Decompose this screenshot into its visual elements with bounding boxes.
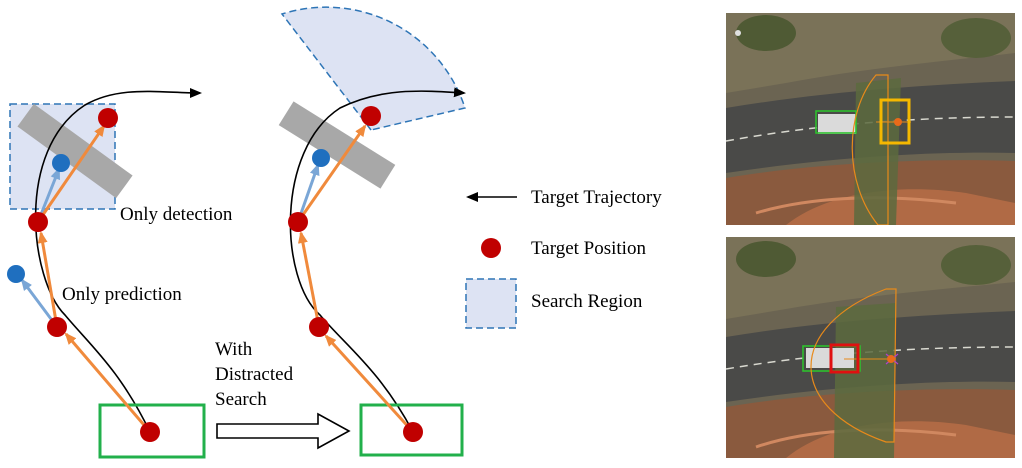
legend: Target Trajectory Target Position Search… bbox=[465, 187, 662, 329]
left-panel: Only detection Only prediction bbox=[7, 87, 233, 459]
legend-region-symbol bbox=[465, 278, 517, 329]
with-label: With bbox=[215, 339, 253, 360]
predicted-position bbox=[7, 265, 25, 283]
legend-region-label: Search Region bbox=[531, 291, 643, 312]
tracking-box-yellow bbox=[879, 98, 911, 145]
legend-trajectory-label: Target Trajectory bbox=[531, 187, 662, 208]
prediction-arrow bbox=[296, 163, 320, 223]
target-position bbox=[140, 422, 160, 442]
occluder bbox=[278, 101, 396, 189]
search-label: Search bbox=[215, 389, 267, 410]
target-position bbox=[47, 317, 67, 337]
initial-target-box bbox=[98, 403, 206, 459]
predicted-position bbox=[312, 149, 330, 167]
motion-arrow bbox=[297, 231, 321, 328]
motion-arrow bbox=[36, 124, 106, 223]
distracted-label: Distracted bbox=[215, 364, 294, 385]
legend-position-symbol bbox=[481, 238, 501, 258]
target-position bbox=[309, 317, 329, 337]
aerial-frame-bottom bbox=[726, 237, 1015, 458]
target-position bbox=[98, 108, 118, 128]
target-position bbox=[288, 212, 308, 232]
target-position bbox=[28, 212, 48, 232]
tracking-box-green bbox=[815, 110, 857, 134]
predicted-position bbox=[52, 154, 70, 172]
motion-arrow bbox=[64, 332, 152, 433]
aerial-frame-top bbox=[726, 13, 1015, 225]
search-fan-overlay bbox=[810, 288, 897, 443]
target-position bbox=[403, 422, 423, 442]
only-prediction-label: Only prediction bbox=[62, 284, 182, 305]
motion-arrow bbox=[37, 231, 59, 328]
target-position bbox=[361, 106, 381, 126]
motion-arrow bbox=[296, 124, 367, 223]
transition: With Distracted Search bbox=[215, 339, 351, 450]
search-region-fan bbox=[280, 6, 466, 131]
legend-position-label: Target Position bbox=[531, 238, 646, 259]
motion-arrow bbox=[324, 334, 415, 434]
initial-target-box bbox=[359, 403, 464, 457]
search-fan-overlay bbox=[851, 74, 889, 225]
tracking-box-red bbox=[829, 343, 860, 374]
transition-arrow bbox=[216, 412, 351, 450]
only-detection-label: Only detection bbox=[120, 204, 233, 225]
middle-panel bbox=[278, 6, 466, 457]
occluder bbox=[17, 103, 133, 199]
